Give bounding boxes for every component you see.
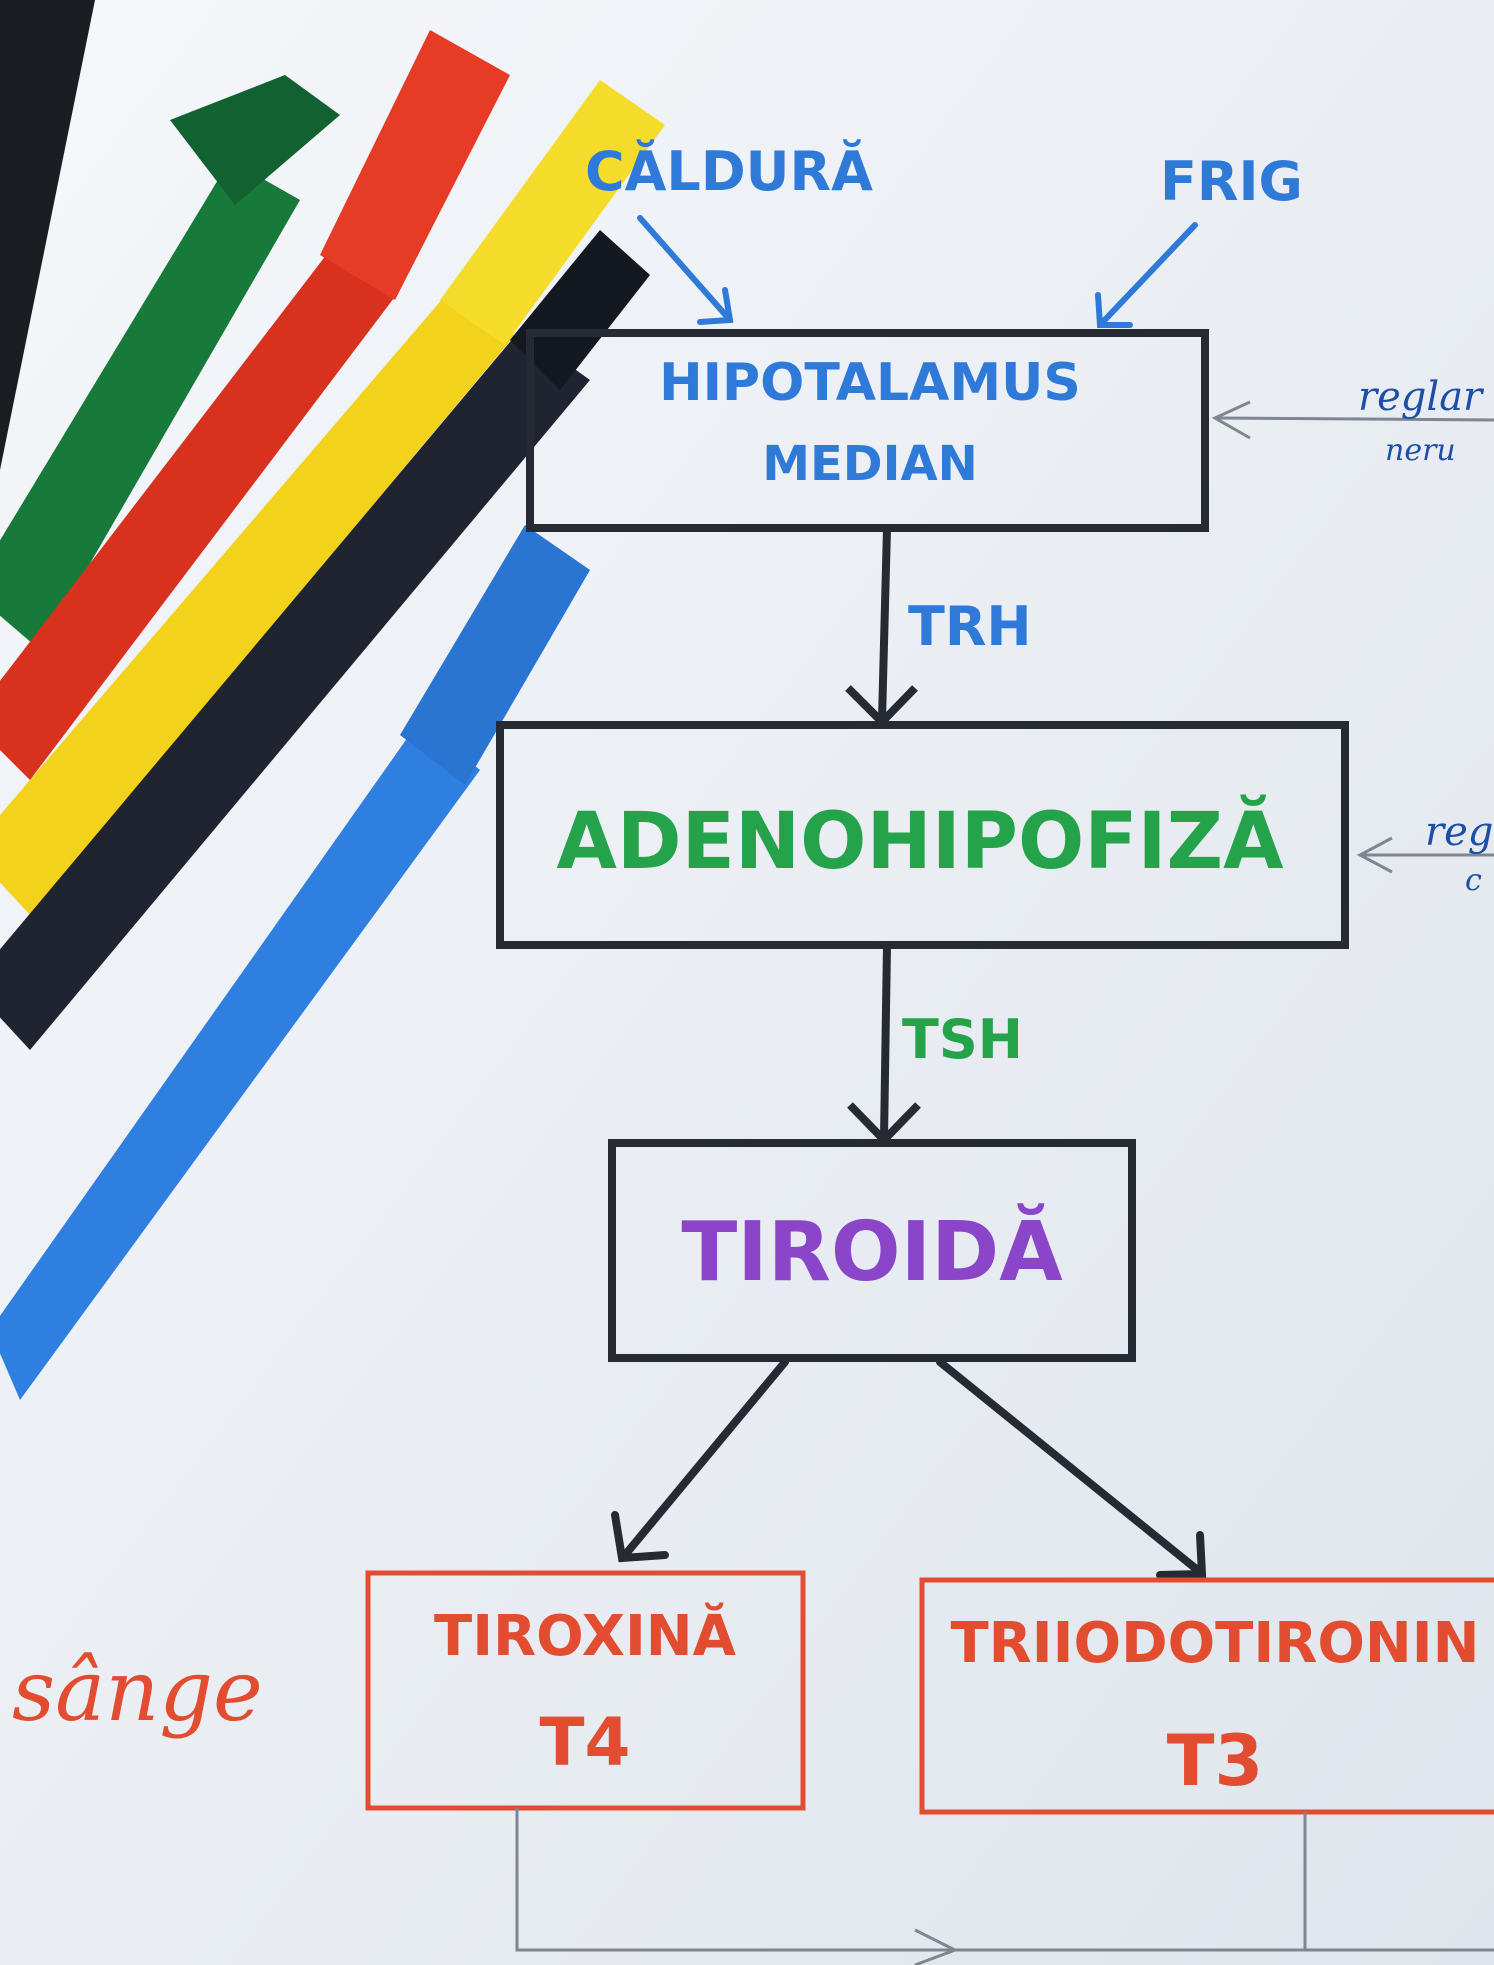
feedback-mid-label-line1: reg xyxy=(1425,809,1493,855)
thyroid-label: TIROIDĂ xyxy=(681,1203,1063,1300)
hypothalamus-box xyxy=(526,329,1209,532)
adenohypophysis-label: ADENOHIPOFIZĂ xyxy=(557,795,1284,887)
feedback-top-label-line2: neru xyxy=(1385,433,1456,468)
tsh-label: TSH xyxy=(902,1008,1023,1071)
blood-label: sânge xyxy=(12,1642,263,1740)
feedback-top-label-line1: reglar xyxy=(1358,374,1485,420)
feedback-top-line xyxy=(1217,416,1494,422)
thyroxine-label-line1: TIROXINĂ xyxy=(434,1603,737,1669)
trh-arrow xyxy=(878,527,891,721)
blue-marker-icon xyxy=(0,525,590,1400)
cold-arrow xyxy=(1097,222,1198,328)
t4-branch-arrow-head xyxy=(611,1511,669,1563)
black-marker-icon xyxy=(0,230,650,1050)
markers-icon xyxy=(0,30,665,1400)
thyroid-branches xyxy=(611,1358,1207,1579)
triiodothyronine-box xyxy=(919,1577,1494,1815)
yellow-marker-icon xyxy=(0,80,665,915)
thyroxine-box xyxy=(365,1570,806,1811)
bottom-feedback-line xyxy=(515,1808,1494,1965)
hypothalamus-label-line1: HIPOTALAMUS xyxy=(659,353,1081,413)
feedback-mid-arrow-head xyxy=(1356,836,1393,874)
bottom-arrow-head xyxy=(914,1928,959,1965)
triiodothyronine-label-line1: TRIIODOTIRONIN xyxy=(950,1611,1479,1676)
heat-arrow xyxy=(637,215,733,323)
t3-branch-arrow xyxy=(936,1358,1204,1576)
feedback-top-arrow-head xyxy=(1211,400,1251,440)
heat-arrow-head xyxy=(697,287,734,325)
green-marker-icon xyxy=(0,75,340,650)
tsh-arrow xyxy=(880,944,891,1139)
triiodothyronine-label-line2: T3 xyxy=(1167,1720,1263,1802)
adenohypophysis-box xyxy=(496,721,1349,949)
input-arrows xyxy=(637,215,1198,328)
t4-branch-arrow xyxy=(621,1358,789,1559)
cold-arrow-head xyxy=(1095,292,1133,328)
red-marker-icon xyxy=(0,30,510,780)
feedback-mid-label-line2: c xyxy=(1465,863,1482,898)
thyroid-box xyxy=(608,1139,1136,1362)
input-cold-label: FRIG xyxy=(1160,150,1303,213)
bottom-connector xyxy=(515,1808,1307,1952)
input-heat-label: CĂLDURĂ xyxy=(585,140,873,203)
trh-label: TRH xyxy=(908,595,1032,658)
hypothalamus-label-line2: MEDIAN xyxy=(762,436,978,492)
thyroxine-label-line2: T4 xyxy=(540,1704,631,1781)
t3-branch-arrow-head xyxy=(1156,1531,1207,1579)
